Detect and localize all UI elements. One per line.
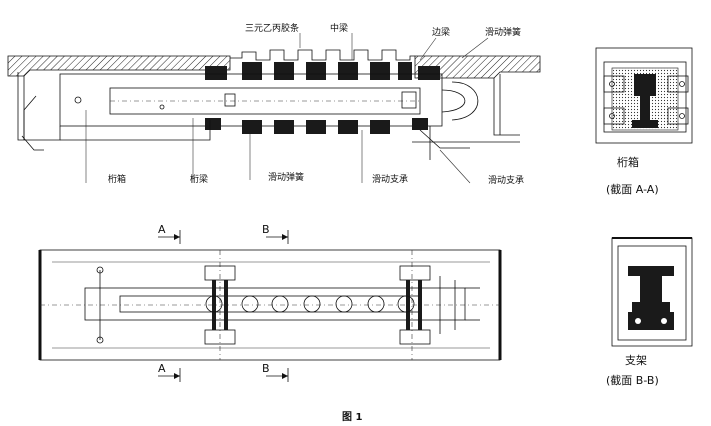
girder-beam-label: 桁梁 <box>190 173 208 185</box>
rubber-strip-label: 三元乙丙胶条 <box>245 22 299 34</box>
girder-box-body <box>59 73 443 127</box>
section-bb-title: 支架 <box>625 354 647 367</box>
plan-view <box>38 249 502 361</box>
rubber-strip-profile <box>230 49 415 61</box>
middle-beams-bottom <box>205 118 428 134</box>
section-aa-drawing <box>595 47 693 144</box>
girder-box-label: 桁箱 <box>108 173 126 185</box>
section-b-top-mark: B <box>262 223 270 236</box>
section-aa-subtitle: (截面 A-A) <box>606 182 659 196</box>
section-bb-subtitle: (截面 B-B) <box>606 373 659 387</box>
left-deck-slab <box>7 55 231 77</box>
girder-beam-body <box>109 87 421 115</box>
section-bb-drawing <box>611 237 693 347</box>
right-deck-slab <box>414 55 541 79</box>
middle-beam-label: 中梁 <box>330 22 348 34</box>
figure-caption: 图 1 <box>342 411 362 423</box>
sliding-support-mid-label: 滑动支承 <box>372 173 408 185</box>
section-markers <box>158 230 289 382</box>
edge-beam-label: 边梁 <box>432 26 450 38</box>
section-aa-title: 桁箱 <box>617 155 639 169</box>
elevation-view <box>7 33 541 184</box>
plan-supports <box>204 265 431 345</box>
sliding-spring-top-label: 滑动弹簧 <box>485 26 521 38</box>
middle-beams-top <box>205 62 440 80</box>
sliding-spring-bottom-label: 滑动弹簧 <box>268 171 304 183</box>
section-a-bottom-mark: A <box>158 362 166 375</box>
section-b-bottom-mark: B <box>262 362 270 375</box>
sliding-support-right-label: 滑动支承 <box>488 174 524 186</box>
plan-springs <box>205 295 415 313</box>
section-a-top-mark: A <box>158 223 166 236</box>
